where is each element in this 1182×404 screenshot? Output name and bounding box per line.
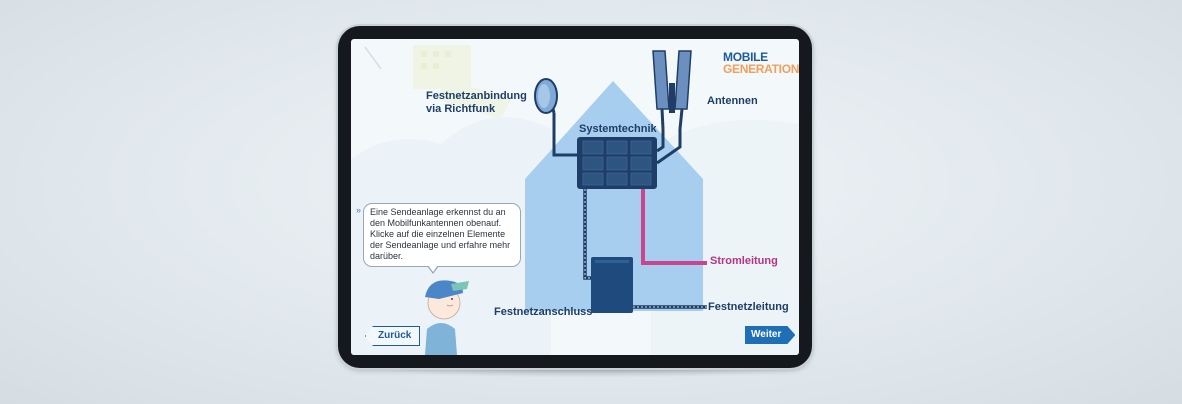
boy-character xyxy=(425,280,469,355)
side-panel-chevron-icon[interactable]: » xyxy=(356,205,362,215)
transmitter-scene xyxy=(351,45,799,355)
system-cabinet-icon[interactable] xyxy=(577,137,657,189)
label-festnetzleitung[interactable]: Festnetzleitung xyxy=(708,301,789,313)
label-stromleitung[interactable]: Stromleitung xyxy=(710,255,778,267)
brand-logo-line2: GENERATION xyxy=(723,62,799,76)
label-festnetzanbindung-richtfunk[interactable]: Festnetzanbindung via Richtfunk xyxy=(426,90,527,115)
intro-speech-bubble: Eine Sendeanlage erkennst du an den Mobi… xyxy=(363,203,521,267)
tablet-frame: Festnetzanbindung via Richtfunk Antennen… xyxy=(338,26,812,368)
fixed-line-terminal-icon[interactable] xyxy=(591,257,633,313)
power-line xyxy=(641,189,703,265)
label-antennen[interactable]: Antennen xyxy=(707,95,758,107)
dish-antenna-icon[interactable] xyxy=(534,78,579,157)
brand-logo: MOBILE GENERATION xyxy=(723,51,799,75)
house-shape xyxy=(525,81,703,311)
next-button[interactable]: Weiter xyxy=(745,326,795,344)
brand-logo-line1: MOBILE xyxy=(723,50,768,64)
app-screen: Festnetzanbindung via Richtfunk Antennen… xyxy=(351,39,799,355)
antenna-panels-icon[interactable] xyxy=(652,50,692,165)
back-button[interactable]: Zurück xyxy=(365,326,421,346)
label-festnetzanschluss[interactable]: Festnetzanschluss xyxy=(494,306,593,318)
label-systemtechnik[interactable]: Systemtechnik xyxy=(579,123,657,135)
